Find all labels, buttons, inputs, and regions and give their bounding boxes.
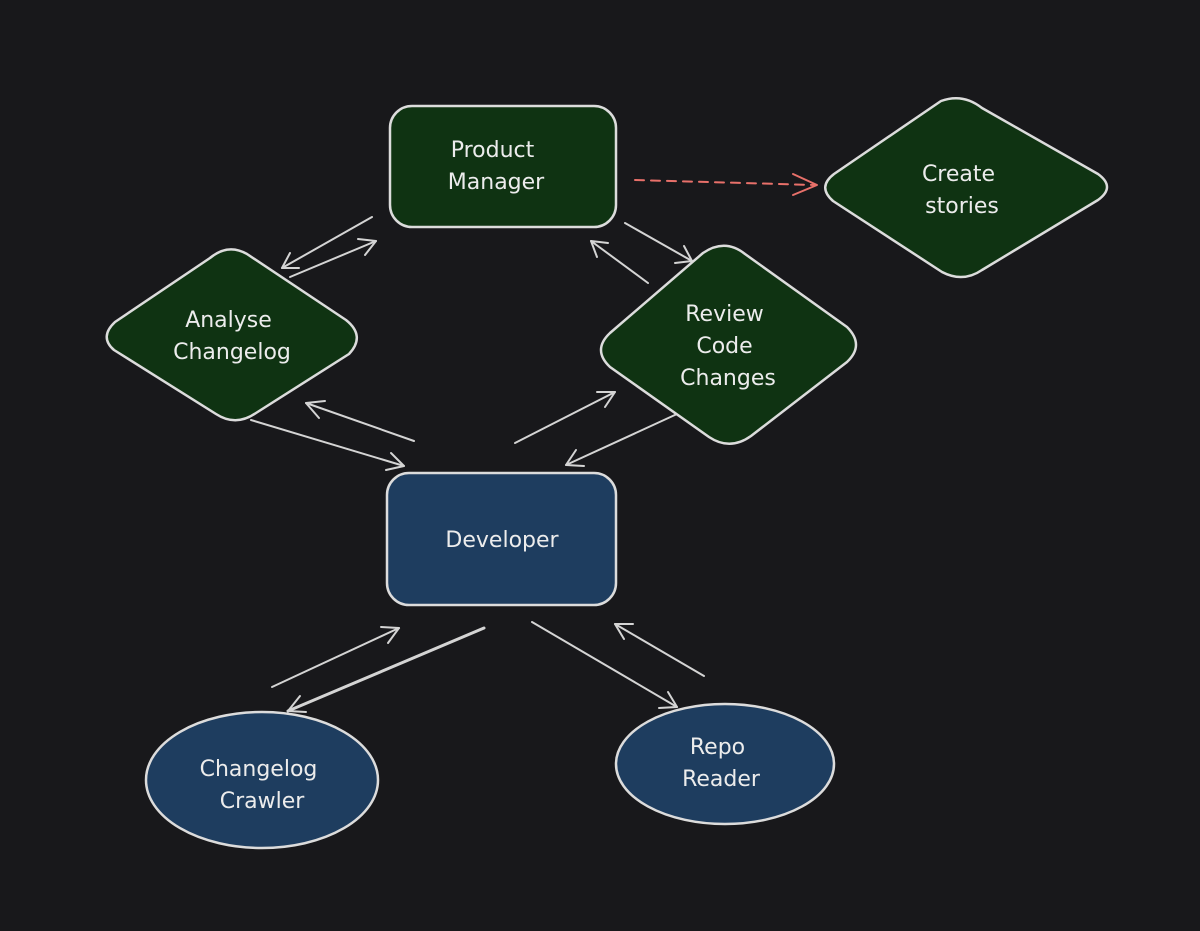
edge-developer-to-repo-reader (531, 621, 678, 709)
review-code-changes-label: Review Code Changes (680, 302, 776, 391)
node-product-manager[interactable]: Product Manager (388, 104, 618, 229)
edge-repo-reader-to-developer (614, 623, 705, 677)
developer-label: Developer (445, 528, 559, 553)
node-review-code-changes[interactable]: Review Code Changes (599, 244, 858, 445)
edge-product-manager-to-review-code-changes (624, 222, 693, 264)
product-manager-box (388, 104, 618, 229)
review-code-changes-diamond (599, 244, 858, 445)
node-developer[interactable]: Developer (385, 471, 618, 607)
product-manager-label: Product Manager (448, 138, 545, 195)
node-analyse-changelog[interactable]: Analyse Changelog (105, 248, 358, 422)
analyse-changelog-label: Analyse Changelog (173, 308, 291, 365)
edge-analyse-changelog-to-developer (250, 419, 405, 471)
edges (250, 173, 818, 713)
changelog-crawler-ellipse (144, 710, 380, 850)
node-create-stories[interactable]: Create stories (824, 96, 1109, 279)
node-repo-reader[interactable]: Repo Reader (614, 702, 836, 826)
edge-analyse-changelog-to-product-manager (289, 238, 377, 278)
edge-review-code-changes-to-developer (565, 413, 678, 467)
node-changelog-crawler[interactable]: Changelog Crawler (144, 710, 380, 850)
repo-reader-label: Repo Reader (682, 735, 761, 792)
edge-changelog-crawler-to-developer (271, 626, 400, 688)
create-stories-diamond (824, 96, 1109, 279)
edge-developer-to-review-code-changes (514, 391, 616, 444)
create-stories-label: Create stories (922, 162, 1002, 219)
changelog-crawler-label: Changelog Crawler (200, 757, 325, 814)
edge-product-manager-to-create-stories (634, 173, 818, 196)
repo-reader-ellipse (614, 702, 836, 826)
edge-developer-to-changelog-crawler (286, 626, 486, 713)
edge-review-code-changes-to-product-manager (590, 240, 649, 284)
developer-box (385, 471, 618, 607)
edge-developer-to-analyse-changelog (305, 400, 415, 442)
edge-product-manager-to-analyse-changelog (281, 216, 373, 269)
nodes: Product Manager Create stories Analyse C… (105, 96, 1109, 850)
analyse-changelog-diamond (105, 248, 358, 422)
